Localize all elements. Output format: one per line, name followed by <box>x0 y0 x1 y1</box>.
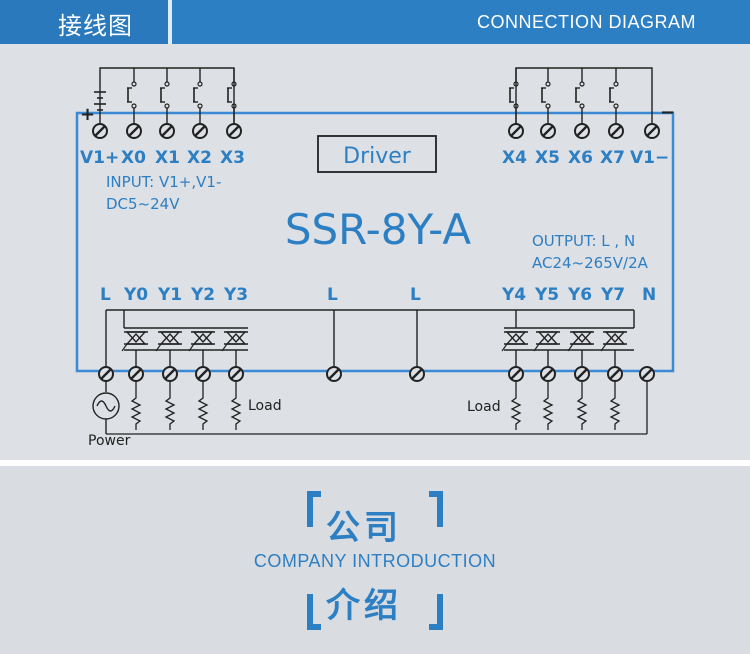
company-subtitle: COMPANY INTRODUCTION <box>253 551 497 571</box>
output-spec-line2: AC24~265V/2A <box>532 254 649 272</box>
terminal-x5: X5 <box>535 148 560 168</box>
input-wiring-right <box>507 67 661 140</box>
terminal-x2: X2 <box>187 148 212 168</box>
load-label-right: Load <box>467 399 501 415</box>
terminal-n: N <box>642 285 656 305</box>
terminal-y5: Y5 <box>534 285 559 305</box>
company-section <box>0 466 750 654</box>
terminal-v1minus: V1− <box>630 148 669 168</box>
input-spec-line2: DC5~24V <box>106 195 180 213</box>
header-title-en: CONNECTION DIAGRAM <box>476 12 696 32</box>
terminal-y0: Y0 <box>123 285 148 305</box>
output-bus <box>105 309 635 366</box>
terminal-y6: Y6 <box>567 285 592 305</box>
output-screws <box>97 365 656 383</box>
input-wiring-left <box>91 67 243 140</box>
header-title-cn: 接线图 <box>58 12 133 40</box>
input-spec-line1: INPUT: V1+,V1- <box>106 173 221 191</box>
terminal-y3: Y3 <box>223 285 248 305</box>
bracket-bottom-right <box>429 594 443 630</box>
terminal-x0: X0 <box>121 148 146 168</box>
power-label: Power <box>88 433 131 449</box>
terminal-x3: X3 <box>220 148 245 168</box>
terminal-l-left: L <box>100 285 111 305</box>
company-title-line2: 介绍 <box>326 586 402 626</box>
terminal-x4: X4 <box>502 148 527 168</box>
terminal-y1: Y1 <box>157 285 182 305</box>
terminal-l-mid1: L <box>327 285 338 305</box>
terminal-x7: X7 <box>600 148 625 168</box>
terminal-l-mid2: L <box>410 285 421 305</box>
terminal-y7: Y7 <box>600 285 625 305</box>
bracket-top-left <box>307 491 321 527</box>
power-source-icon <box>92 381 120 434</box>
triacs-right <box>501 327 634 366</box>
loads-right <box>236 381 648 435</box>
company-title-line1: 公司 <box>326 508 402 548</box>
driver-box <box>317 135 437 173</box>
model-name: SSR-8Y-A <box>285 205 472 254</box>
bracket-bottom-left <box>307 594 321 630</box>
terminal-v1plus: V1+ <box>80 148 119 168</box>
driver-label: Driver <box>343 144 412 169</box>
bracket-top-right <box>429 491 443 527</box>
terminal-y2: Y2 <box>190 285 215 305</box>
header-title-block: 接线图 <box>0 0 168 44</box>
terminal-x1: X1 <box>155 148 180 168</box>
load-label-left: Load <box>248 398 282 414</box>
output-spec-line1: OUTPUT: L , N <box>532 232 635 250</box>
section-gap <box>0 460 750 466</box>
minus-sign: − <box>660 102 675 123</box>
loads-left <box>106 381 241 435</box>
connection-diagram: + − V1+ X0 X1 X2 X3 X4 X5 X6 X7 V1− Driv… <box>75 67 675 449</box>
terminal-x6: X6 <box>568 148 593 168</box>
plus-sign: + <box>80 104 95 125</box>
terminal-y4: Y4 <box>501 285 526 305</box>
header-divider <box>168 0 172 44</box>
board-outline <box>75 111 675 373</box>
triacs-left <box>121 327 249 366</box>
